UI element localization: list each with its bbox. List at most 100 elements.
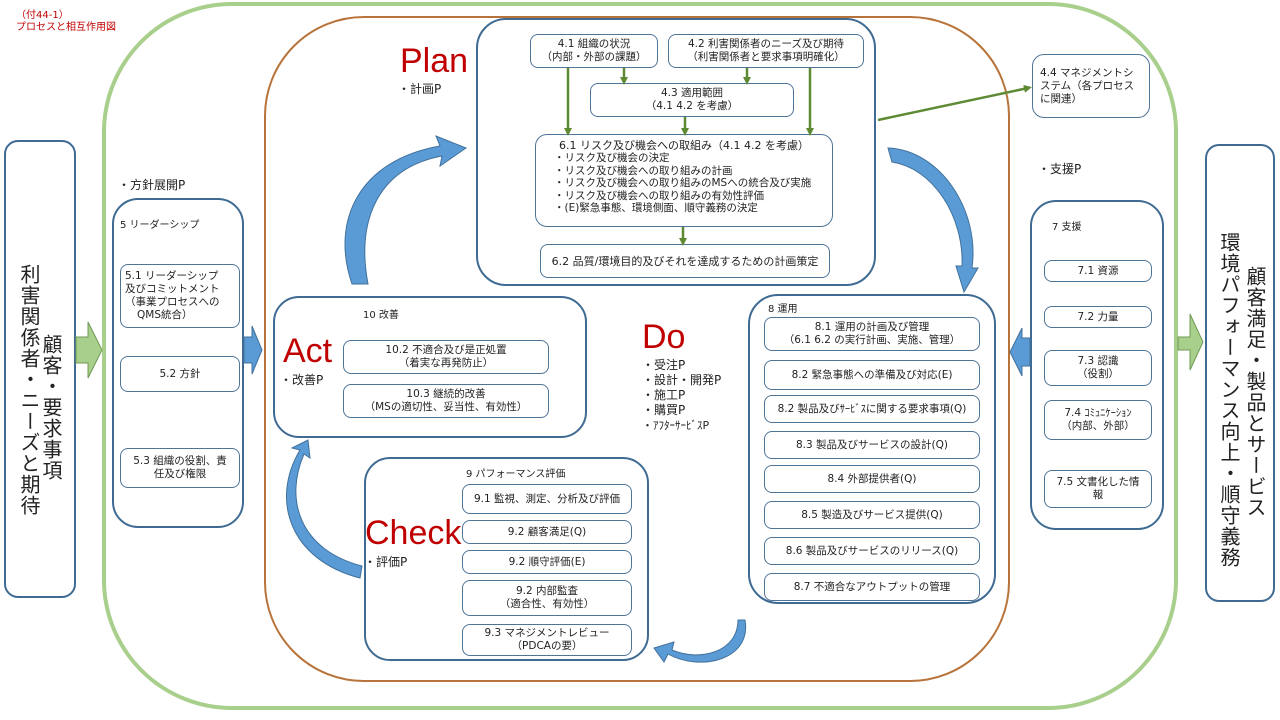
input-text-customers: 顧客・要求事項 bbox=[39, 334, 63, 481]
do-process-item: ・購買P bbox=[642, 403, 686, 417]
caption-title: プロセスと相互作用図 bbox=[16, 22, 116, 33]
box-7-3-line2: （役割） bbox=[1077, 368, 1119, 380]
act-title: Act bbox=[283, 332, 333, 370]
box-7-2-line1: 7.2 力量 bbox=[1077, 310, 1119, 323]
do-process-item: ・受注P bbox=[642, 358, 686, 372]
box-9-2-internal-audit[interactable]: 9.2 内部監査 （適合性、有効性） bbox=[462, 580, 632, 616]
plan-title: Plan bbox=[400, 42, 469, 80]
box-7-2-competence[interactable]: 7.2 力量 bbox=[1044, 306, 1152, 328]
box-9-1-monitoring[interactable]: 9.1 監視、測定、分析及び評価 bbox=[462, 484, 632, 514]
input-requirements-box: 利害関係者・ニーズと期待 顧客・要求事項 bbox=[4, 140, 76, 598]
box-10-2-line2: （着実な再発防止） bbox=[398, 357, 494, 369]
risk-bullet: ・リスク及び機会の決定 bbox=[554, 152, 670, 164]
box-4-2-stakeholders[interactable]: 4.2 利害関係者のニーズ及び期待 （利害関係者と要求事項明確化） bbox=[668, 34, 864, 68]
box-9-2-compliance-evaluation[interactable]: 9.2 順守評価(E) bbox=[462, 550, 632, 574]
box-5-3-line2: 任及び権限 bbox=[153, 468, 207, 480]
box-6-2-line1: 6.2 品質/環境目的及びそれを達成するための計画策定 bbox=[551, 254, 819, 268]
box-10-3-continual-improvement[interactable]: 10.3 継続的改善 （MSの適切性、妥当性、有効性） bbox=[343, 384, 549, 418]
improvement-panel: 10 改善 10.2 不適合及び是正処置 （着実な再発防止） 10.3 継続的改… bbox=[273, 296, 587, 438]
box-5-1-line1: 5.1 リーダーシップ bbox=[125, 270, 219, 282]
box-9-3-management-review[interactable]: 9.3 マネジメントレビュー （PDCAの要） bbox=[462, 624, 632, 656]
box-4-3-line2: （4.1 4.2 を考慮） bbox=[645, 100, 739, 112]
check-title: Check bbox=[365, 514, 462, 552]
support-panel: 7 支援 7.1 資源 7.2 力量 7.3 認識 （役割） 7.4 ｺﾐｭﾆｹ… bbox=[1030, 200, 1164, 530]
box-9-2-customer-satisfaction[interactable]: 9.2 顧客満足(Q) bbox=[462, 520, 632, 544]
box-9-1-line1: 9.1 監視、測定、分析及び評価 bbox=[473, 492, 621, 505]
output-text-customer-satisfaction: 顧客満足・製品とサービス bbox=[1243, 266, 1267, 518]
box-8-1-operational-planning[interactable]: 8.1 運用の計画及び管理 （6.1 6.2 の実行計画、実施、管理） bbox=[764, 317, 980, 351]
support-label: ・支援P bbox=[1038, 162, 1082, 176]
box-10-2-corrective-action[interactable]: 10.2 不適合及び是正処置 （着実な再発防止） bbox=[343, 340, 549, 374]
check-subtitle: ・評価P bbox=[364, 555, 408, 569]
support-title: 7 支援 bbox=[1052, 222, 1082, 233]
box-8-5-line1: 8.5 製造及びサービス提供(Q) bbox=[801, 508, 943, 521]
box-8-3-line1: 8.3 製品及びサービスの設計(Q) bbox=[796, 438, 948, 451]
risk-bullet: ・(E)緊急事態、環境側面、順守義務の決定 bbox=[554, 202, 758, 214]
box-6-1-title: 6.1 リスク及び機会への取組み（4.1 4.2 を考慮） bbox=[559, 139, 809, 152]
box-9-2-ia-line1: 9.2 内部監査 bbox=[515, 585, 579, 597]
improvement-title: 10 改善 bbox=[363, 310, 399, 321]
box-5-2-policy[interactable]: 5.2 方針 bbox=[120, 356, 240, 392]
box-7-1-line1: 7.1 資源 bbox=[1077, 264, 1119, 277]
box-5-3-roles[interactable]: 5.3 組織の役割、責 任及び権限 bbox=[120, 448, 240, 488]
box-5-1-line3: （事業プロセスへの bbox=[125, 296, 220, 308]
box-4-4-line2: ステム（各プロセス bbox=[1040, 79, 1135, 92]
box-8-6-line1: 8.6 製品及びサービスのリリース(Q) bbox=[785, 544, 959, 557]
box-4-4-management-system[interactable]: 4.4 マネジメントシ ステム（各プロセス に関連） bbox=[1032, 54, 1150, 118]
box-7-1-resources[interactable]: 7.1 資源 bbox=[1044, 260, 1152, 282]
box-9-3-line1: 9.3 マネジメントレビュー bbox=[484, 627, 610, 639]
box-10-3-line1: 10.3 継続的改善 bbox=[406, 388, 486, 400]
box-4-3-line1: 4.3 適用範囲 bbox=[660, 87, 724, 99]
do-process-item: ・ｱﾌﾀｰｻｰﾋﾞｽP bbox=[642, 419, 710, 432]
box-7-5-documented-info[interactable]: 7.5 文書化した情 報 bbox=[1044, 470, 1152, 508]
box-7-4-line2: （内部、外部） bbox=[1061, 420, 1135, 432]
leadership-title: 5 リーダーシップ bbox=[120, 220, 200, 231]
risk-bullet: ・リスク及び機会への取り組みのMSへの統合及び実施 bbox=[554, 177, 812, 189]
box-5-1-line4: QMS統合） bbox=[137, 309, 193, 321]
box-6-2-objectives[interactable]: 6.2 品質/環境目的及びそれを達成するための計画策定 bbox=[540, 244, 830, 278]
box-9-2-ia-line2: （適合性、有効性） bbox=[499, 598, 595, 610]
box-4-3-scope[interactable]: 4.3 適用範囲 （4.1 4.2 を考慮） bbox=[590, 83, 794, 117]
box-8-1-line1: 8.1 運用の計画及び管理 bbox=[814, 321, 930, 333]
box-8-5-production[interactable]: 8.5 製造及びサービス提供(Q) bbox=[764, 501, 980, 529]
box-8-2-requirements[interactable]: 8.2 製品及びｻｰﾋﾞｽに関する要求事項(Q) bbox=[764, 395, 980, 423]
box-5-3-line1: 5.3 組織の役割、責 bbox=[133, 455, 227, 467]
box-8-6-release[interactable]: 8.6 製品及びサービスのリリース(Q) bbox=[764, 537, 980, 565]
do-process-list: ・受注P ・設計・開発P ・施工P ・購買P ・ｱﾌﾀｰｻｰﾋﾞｽP bbox=[642, 358, 721, 433]
organization-frame bbox=[102, 2, 1178, 710]
box-7-4-communication[interactable]: 7.4 ｺﾐｭﾆｹｰｼｮﾝ （内部、外部） bbox=[1044, 400, 1152, 440]
box-4-1-line2: （内部・外部の課題） bbox=[541, 51, 647, 63]
box-9-2-cs-line1: 9.2 顧客満足(Q) bbox=[507, 525, 587, 538]
box-4-2-line2: （利害関係者と要求事項明確化） bbox=[687, 51, 845, 63]
box-7-3-line1: 7.3 認識 bbox=[1077, 355, 1119, 367]
caption-number: （付44-1） bbox=[16, 10, 69, 21]
box-9-3-line2: （PDCAの要） bbox=[511, 640, 583, 652]
box-8-2-emergency[interactable]: 8.2 緊急事態への準備及び対応(E) bbox=[764, 360, 980, 390]
box-8-1-line2: （6.1 6.2 の実行計画、実施、管理） bbox=[783, 334, 961, 346]
box-8-2-q-line1: 8.2 製品及びｻｰﾋﾞｽに関する要求事項(Q) bbox=[777, 402, 967, 415]
output-block-arrow bbox=[1177, 313, 1204, 371]
leadership-panel: 5 リーダーシップ 5.1 リーダーシップ 及びコミットメント （事業プロセスへ… bbox=[112, 198, 244, 528]
box-9-2-ce-line1: 9.2 順守評価(E) bbox=[508, 555, 586, 568]
risk-bullet: ・リスク及び機会への取り組みの計画 bbox=[554, 164, 733, 177]
box-7-5-line1: 7.5 文書化した情 bbox=[1056, 476, 1140, 488]
box-5-1-leadership-commitment[interactable]: 5.1 リーダーシップ 及びコミットメント （事業プロセスへの QMS統合） bbox=[120, 264, 240, 328]
do-title: Do bbox=[642, 318, 686, 356]
figure-caption: （付44-1） プロセスと相互作用図 bbox=[16, 10, 116, 34]
performance-evaluation-panel: 9 パフォーマンス評価 9.1 監視、測定、分析及び評価 9.2 顧客満足(Q)… bbox=[364, 457, 649, 661]
box-8-3-design[interactable]: 8.3 製品及びサービスの設計(Q) bbox=[764, 431, 980, 459]
plan-subtitle: ・計画P bbox=[398, 82, 442, 96]
operation-title: 8 運用 bbox=[768, 304, 798, 315]
box-8-7-nonconforming-output[interactable]: 8.7 不適合なアウトプットの管理 bbox=[764, 573, 980, 601]
box-10-3-line2: （MSの適切性、妥当性、有効性） bbox=[364, 401, 528, 413]
box-7-3-awareness[interactable]: 7.3 認識 （役割） bbox=[1044, 350, 1152, 386]
box-8-4-external-providers[interactable]: 8.4 外部提供者(Q) bbox=[764, 465, 980, 493]
box-10-2-line1: 10.2 不適合及び是正処置 bbox=[385, 344, 507, 356]
box-8-7-line1: 8.7 不適合なアウトプットの管理 bbox=[793, 580, 951, 593]
box-5-1-line2: 及びコミットメント bbox=[125, 283, 220, 295]
box-4-1-context[interactable]: 4.1 組織の状況 （内部・外部の課題） bbox=[530, 34, 658, 68]
box-8-4-line1: 8.4 外部提供者(Q) bbox=[827, 472, 917, 485]
performance-evaluation-title: 9 パフォーマンス評価 bbox=[466, 469, 566, 480]
box-5-2-line1: 5.2 方針 bbox=[159, 367, 201, 380]
box-6-1-risks-opportunities[interactable]: 6.1 リスク及び機会への取組み（4.1 4.2 を考慮） ・リスク及び機会の決… bbox=[535, 134, 833, 227]
